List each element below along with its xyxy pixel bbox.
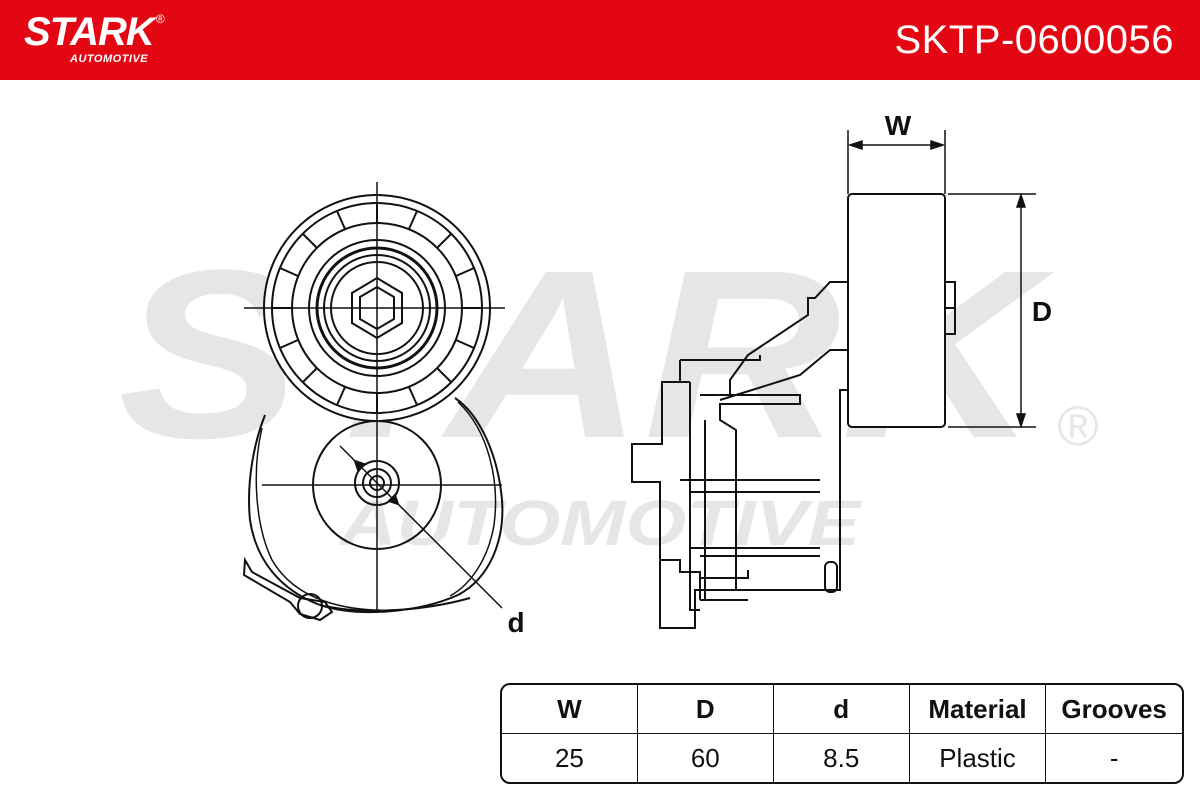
technical-drawing: STARK AUTOMOTIVE ® [118, 110, 1099, 638]
brand-subtitle: AUTOMOTIVE [70, 53, 149, 65]
brand-registered-mark: ® [155, 12, 165, 26]
brand-name: STARK [24, 10, 155, 54]
lever-bolt [297, 593, 323, 619]
header-bar: STARK® AUTOMOTIVE SKTP-0600056 [0, 0, 1200, 80]
arm-support [729, 281, 848, 395]
spec-value-d: 60 [638, 734, 774, 782]
spec-value-grooves: - [1109, 742, 1119, 773]
spec-header-grooves: Grooves [1046, 685, 1182, 734]
spec-header-bore: d [773, 685, 910, 734]
spec-value-material: Plastic [910, 734, 1047, 782]
spec-value-w: 25 [502, 734, 638, 782]
width-label: W [885, 110, 912, 141]
bore-label: d [507, 607, 524, 638]
tensioner-arm-body [248, 397, 504, 613]
tensioner-housing [631, 355, 848, 629]
spec-header-d: D [637, 685, 774, 734]
spec-value-row: 25 60 8.5 Plastic - [502, 734, 1182, 782]
pulley-side [847, 193, 946, 428]
lever-handle [242, 556, 334, 622]
spec-header-material: Material [909, 685, 1047, 734]
spec-header-row: W D d Material Grooves [502, 685, 1182, 734]
front-view [242, 182, 505, 622]
spec-table: W D d Material Grooves 25 60 8.5 Plastic… [500, 683, 1184, 784]
bore-leader-line [339, 445, 503, 609]
part-number: SKTP-0600056 [894, 18, 1174, 62]
side-view [631, 193, 956, 629]
dimension-lines [847, 130, 1036, 429]
brand-logo: STARK® AUTOMOTIVE [24, 10, 165, 65]
spec-value-bore: 8.5 [774, 734, 910, 782]
diameter-label: D [1032, 296, 1052, 327]
spec-header-w: W [502, 685, 638, 734]
watermark: STARK AUTOMOTIVE ® [118, 220, 1099, 559]
watermark-registered-mark: ® [1057, 394, 1098, 457]
